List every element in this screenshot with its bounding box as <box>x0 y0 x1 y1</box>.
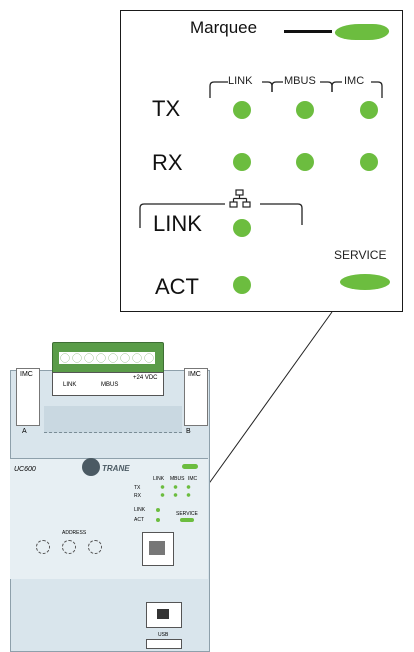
led-tx-imc <box>360 101 378 119</box>
usb-b-port[interactable] <box>142 532 174 566</box>
mini-header-mbus: MBUS <box>170 476 185 482</box>
left-imc-label: IMC <box>20 371 33 378</box>
mini-act-led <box>156 518 160 522</box>
mini-header-imc: IMC <box>188 476 198 482</box>
mini-link-led <box>156 508 160 512</box>
address-dial-2[interactable] <box>62 540 76 554</box>
right-imc-label: IMC <box>188 371 201 378</box>
marquee-leader-line <box>284 30 332 33</box>
mini-service-label: SERVICE <box>176 511 198 517</box>
terminal-label-24vdc: +24 VDC <box>133 375 158 381</box>
model-label: UC600 <box>14 466 36 473</box>
mini-row-link: LINK <box>134 507 146 513</box>
led-act <box>233 276 251 294</box>
dial-label: ADDRESS <box>62 530 87 536</box>
mini-row-rx: RX <box>134 493 141 499</box>
front-face <box>10 458 208 579</box>
group-label-link: LINK <box>228 75 253 87</box>
address-dial-3[interactable] <box>88 540 102 554</box>
service-led <box>340 274 390 290</box>
terminal-label-strip: LINK MBUS +24 VDC <box>52 372 164 396</box>
mini-header-link: LINK <box>153 476 165 482</box>
address-dial-1[interactable] <box>36 540 50 554</box>
usb-label: USB <box>158 632 169 638</box>
right-imc-port: IMC <box>184 368 208 426</box>
terminal-block <box>52 342 164 374</box>
mini-row-tx: TX <box>134 485 141 491</box>
left-imc-port: IMC <box>16 368 40 426</box>
led-link <box>233 219 251 237</box>
terminal-screws <box>59 352 155 364</box>
terminal-label-mbus: MBUS <box>101 382 119 388</box>
row-label-link: LINK <box>153 211 202 236</box>
brand-label: TRANE <box>102 464 130 473</box>
marquee-label: Marquee <box>190 18 258 37</box>
service-label: SERVICE <box>334 248 387 262</box>
callout-leader-line <box>199 311 333 497</box>
network-icon <box>229 189 251 208</box>
mini-marquee-led <box>182 464 198 469</box>
usb-b-socket <box>149 541 165 555</box>
row-label-tx: TX <box>152 96 181 121</box>
mini-rx-leds <box>156 493 196 497</box>
group-label-mbus: MBUS <box>284 75 316 87</box>
rj-socket <box>157 609 169 619</box>
led-tx-link <box>233 101 251 119</box>
led-rx-imc <box>360 153 378 171</box>
led-rx-link <box>233 153 251 171</box>
led-rx-mbus <box>296 153 314 171</box>
row-label-act: ACT <box>155 274 199 299</box>
rj-port[interactable] <box>146 602 182 628</box>
corner-label-b: B <box>186 428 191 435</box>
trane-logo-icon <box>82 458 100 476</box>
led-callout-box <box>120 10 403 312</box>
mini-service-led <box>180 518 194 522</box>
mini-tx-leds <box>156 485 196 489</box>
mini-row-act: ACT <box>134 517 144 523</box>
group-label-imc: IMC <box>344 75 365 87</box>
terminal-label-link: LINK <box>63 382 77 388</box>
upper-panel <box>44 406 182 433</box>
uc600-controller: LINK MBUS +24 VDC IMC IMC A B UC600 TRAN… <box>0 342 212 652</box>
led-tx-mbus <box>296 101 314 119</box>
corner-label-a: A <box>22 428 27 435</box>
row-label-rx: RX <box>152 150 183 175</box>
